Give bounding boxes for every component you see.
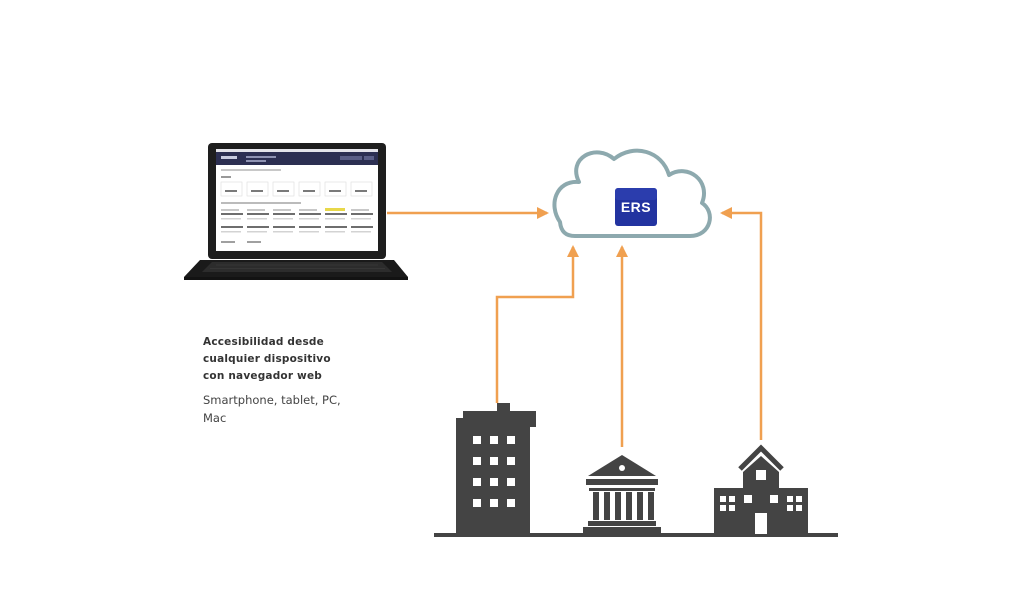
ground-line <box>434 533 838 537</box>
laptop-screen <box>216 149 378 251</box>
caption-title-line: Accesibilidad desde <box>203 336 324 348</box>
office-building-icon <box>456 403 536 534</box>
caption-title-line: con navegador web <box>203 370 322 382</box>
caption-title: Accesibilidad desde cualquier dispositiv… <box>203 334 363 385</box>
accessibility-caption: Accesibilidad desde cualquier dispositiv… <box>203 334 363 427</box>
caption-devices-line: Smartphone, tablet, PC, <box>203 393 341 407</box>
caption-title-line: cualquier dispositivo <box>203 353 331 365</box>
arrow-school-to-cloud <box>720 207 763 440</box>
government-building-icon <box>583 455 661 534</box>
school-building-icon <box>714 444 808 534</box>
caption-devices: Smartphone, tablet, PC, Mac <box>203 391 363 427</box>
ers-logo-text: ERS <box>621 199 651 215</box>
arrow-office-to-cloud <box>495 245 579 403</box>
laptop-icon <box>184 143 408 280</box>
ers-logo: ERS <box>615 188 657 226</box>
caption-devices-line: Mac <box>203 411 227 425</box>
